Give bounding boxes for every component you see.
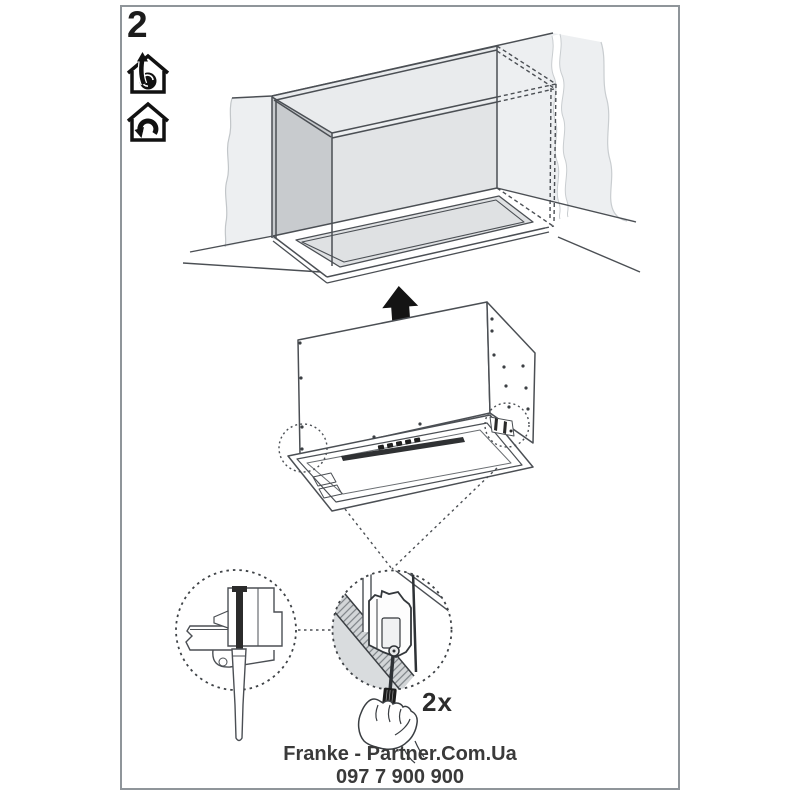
step-number: 2: [127, 4, 148, 45]
quantity-label: 2x: [422, 687, 453, 717]
hand-with-screwdriver: [357, 687, 425, 764]
mount-bracket-detail: [489, 416, 515, 437]
footer-phone: 097 7 900 900: [336, 766, 464, 788]
cabinet-drawing: [271, 45, 557, 284]
hood-unit-drawing: [278, 301, 536, 512]
house-recirculation-mode-icon: [126, 101, 170, 142]
page-border: [120, 5, 680, 790]
screwdriver-handle: [231, 648, 247, 742]
right-mount-callout-circle: [484, 402, 530, 448]
left-mount-callout-circle: [278, 423, 328, 473]
footer-brand: Franke - Partner.Com.Ua: [283, 743, 517, 765]
callout-leader-lines: [298, 467, 498, 631]
right-detail-callout: [331, 569, 453, 691]
left-detail-callout: [175, 569, 297, 742]
up-arrow-icon: [382, 286, 419, 323]
house-exhaust-mode-icon: [126, 52, 170, 94]
